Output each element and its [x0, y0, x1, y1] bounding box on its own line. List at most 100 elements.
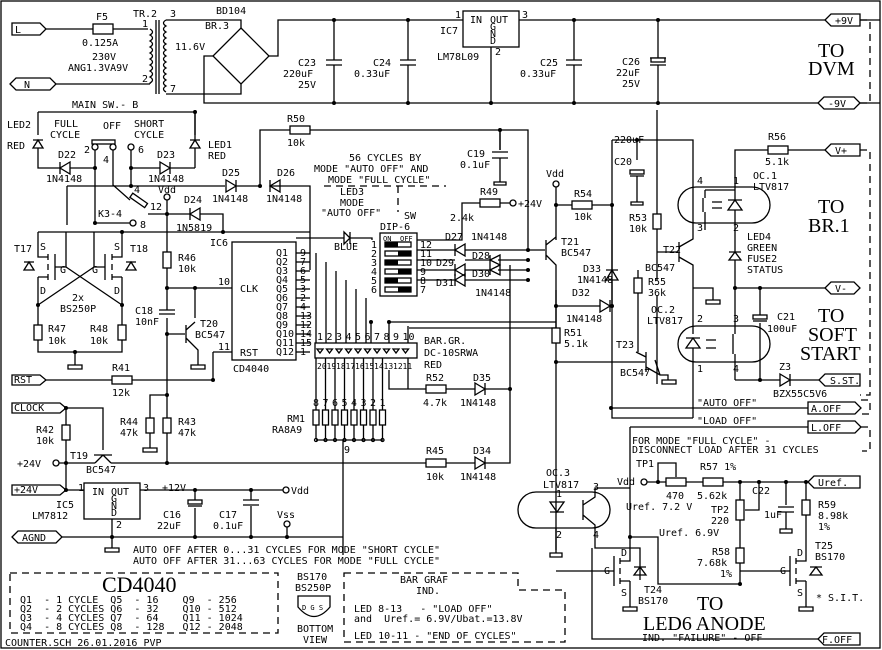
transformer-part: ANG1.3VA9V [68, 63, 128, 74]
connector-loff[interactable] [807, 420, 862, 434]
d25-value: 1N4148 [212, 194, 248, 205]
c17-value: 0.1uF [213, 521, 243, 532]
t18-s: S [114, 242, 120, 253]
cd4040-clk: CLK [240, 284, 258, 295]
bargraph-led [344, 348, 353, 355]
oc1-pin3: 3 [697, 223, 703, 234]
connector-l[interactable] [11, 22, 47, 36]
full-cycle-note-2: DISCONNECT LOAD AFTER 31 CYCLES [632, 445, 819, 456]
rm1-resistor [331, 409, 339, 426]
oc1-pin4: 4 [697, 176, 703, 187]
ic7-in: IN [470, 15, 482, 26]
d31-label: D31 [436, 278, 454, 289]
c18-label: C18 [135, 306, 153, 317]
connector-agnd-label: AGND [22, 533, 46, 544]
c22-value: 1uF [764, 510, 782, 521]
trimmer-tp2[interactable] [735, 499, 745, 521]
connector-clock[interactable] [11, 402, 68, 414]
full-cycle-note-1: FOR MODE "FULL CYCLE" - [632, 436, 770, 447]
dip-pin-left: 5 [371, 276, 377, 287]
pkg-pins: D G S [302, 604, 323, 612]
t25-label: T25 [815, 541, 833, 552]
resistor-r50 [289, 125, 311, 135]
bar-note-load-off: LED 8-13 - "LOAD OFF" [354, 604, 492, 615]
rm1-resistor [312, 409, 320, 426]
r53-value: 10k [629, 224, 647, 235]
to-br1-2: BR.1 [808, 215, 850, 237]
ic5-part: LM7812 [32, 511, 68, 522]
ic5-pin2: 2 [116, 520, 122, 531]
vdd-label-1: Vdd [158, 185, 176, 196]
connector-clock-label: CLOCK [14, 403, 44, 414]
pkg-bottom: BOTTOM [297, 624, 333, 635]
c26-voltage: 25V [622, 79, 640, 90]
connector-plus24v-label: +24V [14, 485, 38, 496]
connector-aoff[interactable] [807, 401, 862, 415]
oc2-pin1: 1 [697, 364, 703, 375]
mosfet-t24 [556, 537, 631, 607]
r41-label: R41 [112, 363, 130, 374]
cd4040-output: Q12 [276, 347, 294, 358]
r59-label: R59 [818, 500, 836, 511]
c16-value: 22uF [157, 521, 181, 532]
diode-d30 [488, 263, 501, 277]
resistor-r54 [571, 200, 593, 210]
bargraph-top-pin: 1 [317, 332, 323, 343]
uref-69: Uref. 6.9V [659, 528, 719, 539]
inputs-section: RST R41 12k CLOCK R42 10k T19 BC547 +24V… [11, 363, 343, 553]
connector-plus24v[interactable] [11, 484, 68, 496]
capacitor-c23 [326, 18, 342, 105]
bargraph-top-pin: 7 [374, 332, 380, 343]
c20-value: 220uF [614, 135, 644, 146]
bridge-rectifier [212, 27, 270, 85]
ic7-gnd-n: N [490, 29, 496, 40]
diode-d32 [599, 298, 612, 314]
led2-color: RED [7, 141, 25, 152]
led4-fuse: FUSE2 [747, 254, 777, 265]
connector-n[interactable] [9, 77, 57, 91]
cd4040-output: Q1 [276, 248, 288, 259]
connector-foff[interactable] [817, 632, 861, 646]
connector-sst[interactable] [818, 373, 861, 387]
connector-rst[interactable] [11, 374, 48, 386]
cd4040-output: Q9 [276, 320, 288, 331]
dip-on: ON [383, 235, 391, 243]
resistor-r46 [162, 251, 172, 269]
trimmer-tp1[interactable] [665, 477, 687, 487]
connector-vplus-label: V+ [835, 146, 847, 157]
dip-pin-left: 3 [371, 258, 377, 269]
rm1-pin: 5 [342, 398, 348, 409]
resistor-r41 [111, 375, 133, 385]
ic7-label: IC7 [440, 26, 458, 37]
bargraph-bottom-pin: 15 [365, 362, 375, 371]
ground-icon [661, 379, 677, 385]
diode-d35 [474, 381, 487, 397]
oc3-label: OC.3 [546, 468, 570, 479]
r46-value: 10k [178, 264, 196, 275]
cd4040-output: Q4 [276, 275, 288, 286]
d33-label: D33 [583, 264, 601, 275]
bargraph-part: DC-10SRWA [424, 348, 478, 359]
tp2-label: TP2 [711, 505, 729, 516]
main-switch-lever[interactable] [91, 139, 116, 145]
dip-pin-left: 6 [371, 285, 377, 296]
r58-tolerance: 1% [720, 569, 732, 580]
r49-label: R49 [480, 187, 498, 198]
connector-rst-label: RST [14, 375, 32, 386]
c21-label: C21 [777, 312, 795, 323]
optocoupler-oc2 [677, 325, 771, 363]
mosfet-qty: 2x [72, 293, 84, 304]
bargraph-bottom-pin: 19 [327, 362, 337, 371]
r46-label: R46 [178, 253, 196, 264]
connector-uref[interactable] [807, 475, 861, 489]
r45-label: R45 [426, 446, 444, 457]
r41-value: 12k [112, 388, 130, 399]
table-row: Q4 - 8 CYCLES Q8 - 128 Q12 - 2048 [20, 622, 243, 633]
bargraph-led [401, 348, 410, 355]
rm1-pin: 6 [332, 398, 338, 409]
connector-plus9v-label: +9V [835, 16, 853, 27]
oc2-pin2: 2 [697, 314, 703, 325]
d26-value: 1N4148 [266, 194, 302, 205]
bargraph-top-pin: 5 [355, 332, 361, 343]
connector-vminus[interactable] [824, 281, 861, 295]
